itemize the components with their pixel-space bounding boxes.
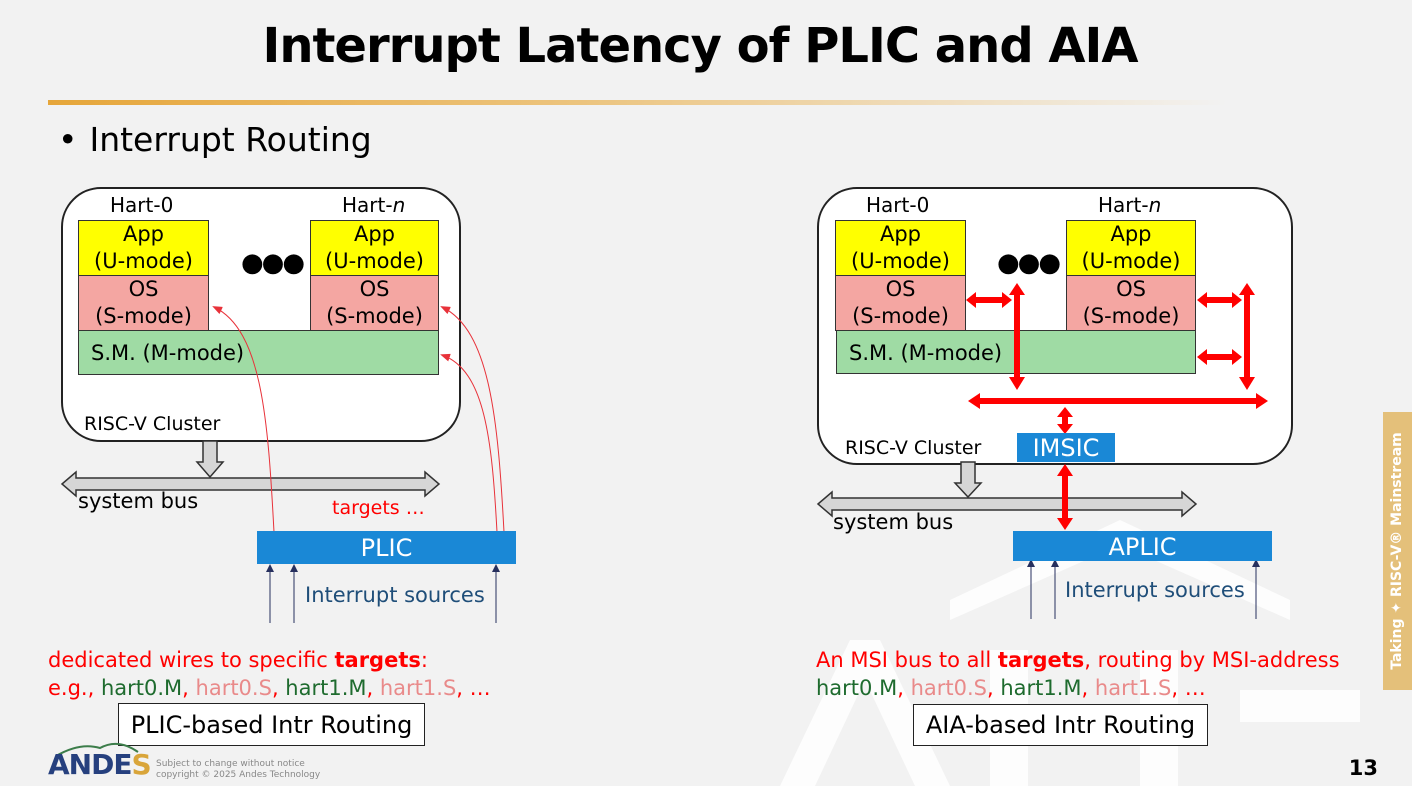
side-tab: Taking ✦ RISC-V® Mainstream [1383, 412, 1412, 690]
target-hart0-s: hart0.S [910, 676, 987, 700]
left-targets-label: targets … [332, 497, 425, 519]
left-wire-hart0-os [212, 306, 275, 533]
target-hart0-m: hart0.M [100, 676, 183, 700]
msi-bus-horizontal [968, 393, 1268, 409]
right-note-line2: hart0.M, hart0.S, hart1.M, hart1.S, … [816, 676, 1206, 700]
left-bus-label: system bus [78, 489, 199, 513]
title-underline [48, 100, 1228, 105]
left-hart0-app: App(U-mode) [78, 220, 209, 276]
aplic-block: APLIC [1013, 531, 1272, 561]
right-hartn-label: Hart-n [1098, 193, 1162, 217]
target-hart1-s: hart1.S [379, 676, 457, 700]
left-wire-hartn-m [440, 353, 498, 533]
right-sources-label: Interrupt sources [1065, 578, 1245, 602]
left-system-bus [60, 470, 441, 498]
bullet-text: Interrupt Routing [89, 120, 372, 159]
right-bus-label: system bus [833, 510, 954, 534]
right-note-line1: An MSI bus to all targets, routing by MS… [816, 648, 1340, 672]
left-note-line2: e.g., hart0.M, hart0.S, hart1.M, hart1.S… [48, 676, 491, 700]
msi-arrow-imsic-aplic [1057, 464, 1073, 530]
watermark-letter-e [1240, 690, 1360, 722]
msi-arrow-to-imsic [1057, 407, 1073, 434]
left-hartn-os: OS(S-mode) [310, 275, 439, 331]
left-hartn-app: App(U-mode) [310, 220, 439, 276]
bullet-icon: • [58, 120, 78, 159]
left-hartn-label: Hart-n [342, 193, 406, 217]
plic-caption-box: PLIC-based Intr Routing [118, 703, 425, 746]
target-hart0-m: hart0.M [816, 676, 898, 700]
target-hart1-s: hart1.S [1094, 676, 1172, 700]
target-hart1-m: hart1.M [285, 676, 367, 700]
right-hart0-os: OS(S-mode) [835, 275, 966, 331]
target-hart0-s: hart0.S [195, 676, 272, 700]
msi-arrow-hart0-os [966, 292, 1012, 308]
left-ellipsis: ●●● [241, 248, 305, 278]
right-cluster-to-bus-arrow [953, 461, 983, 499]
left-wire-hartn-os [440, 306, 505, 533]
left-cluster-to-bus-arrow [195, 440, 225, 479]
watermark-letter-a [780, 640, 950, 786]
msi-bus-vertical-hart0 [1009, 283, 1025, 390]
right-ellipsis: ●●● [997, 248, 1061, 278]
aia-caption-box: AIA-based Intr Routing [913, 704, 1208, 746]
right-hart0-app: App(U-mode) [835, 220, 966, 276]
bullet-point: • Interrupt Routing [58, 120, 372, 159]
msi-bus-arrows [966, 283, 1268, 530]
msi-arrow-hartn-os [1197, 292, 1242, 308]
left-cluster-label: RISC-V Cluster [84, 413, 221, 435]
right-system-bus [816, 490, 1198, 518]
logo-mountain-icon [55, 742, 139, 757]
left-hart0-label: Hart-0 [110, 193, 174, 217]
andes-logo: ANDES [48, 748, 152, 781]
left-note-line1: dedicated wires to specific targets: [48, 648, 428, 672]
msi-bus-vertical-hartn [1239, 283, 1255, 390]
right-hart0-label: Hart-0 [866, 193, 930, 217]
msi-arrow-hartn-m [1197, 349, 1242, 365]
slide-title: Interrupt Latency of PLIC and AIA [262, 18, 1138, 74]
page-number: 13 [1348, 756, 1378, 780]
imsic-block: IMSIC [1017, 433, 1115, 462]
right-cluster-label: RISC-V Cluster [845, 437, 982, 459]
right-hartn-app: App(U-mode) [1066, 220, 1196, 276]
left-sources-label: Interrupt sources [305, 583, 485, 607]
target-hart1-m: hart1.M [1000, 676, 1082, 700]
plic-block: PLIC [257, 531, 516, 564]
left-sm-mmode: S.M. (M-mode) [78, 330, 439, 375]
